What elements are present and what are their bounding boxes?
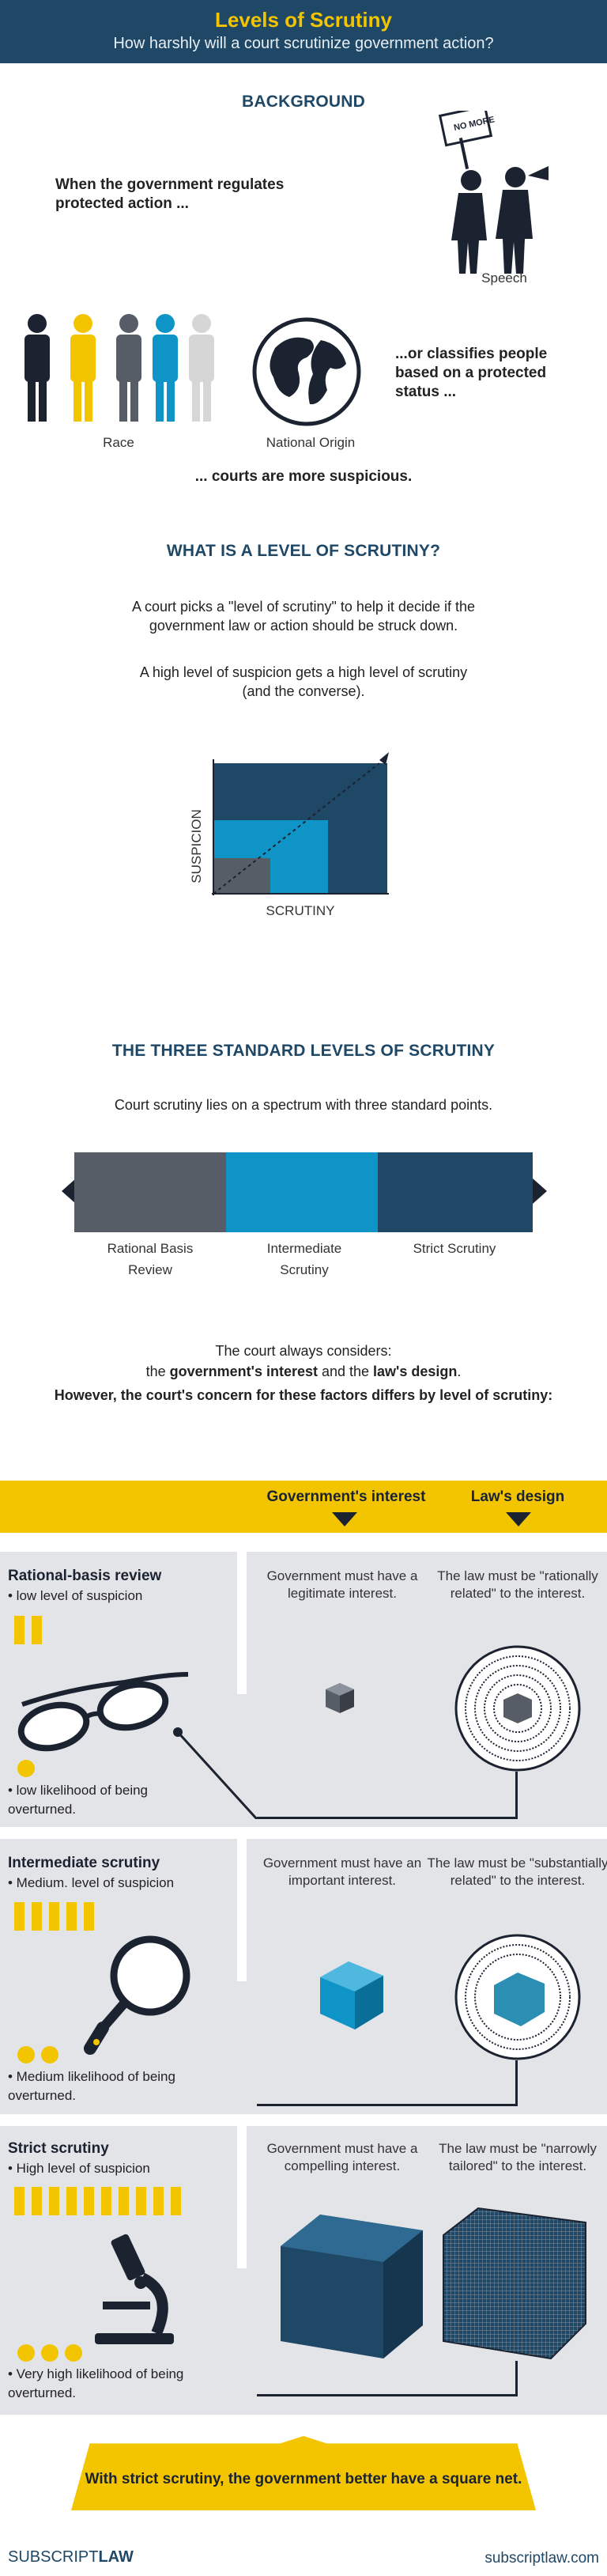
row-title: Intermediate scrutiny (8, 1855, 160, 1871)
interest-text: Government must have a compelling intere… (266, 2141, 418, 2173)
row-suspicion: • Medium. level of suspicion (8, 1875, 175, 1890)
background-heading: BACKGROUND (242, 93, 365, 111)
chevron-down-icon (332, 1512, 357, 1526)
label-race: Race (103, 435, 134, 450)
scrutiny-diagram: SUSPICION SCRUTINY (189, 752, 389, 918)
three-levels-heading: THE THREE STANDARD LEVELS OF SCRUTINY (111, 1042, 496, 1060)
axis-x-label: SCRUTINY (266, 903, 335, 918)
connector-line (173, 1727, 258, 1819)
round-net-icon (454, 1934, 581, 2060)
panel-divider (237, 1839, 247, 1981)
coin-icon (17, 2046, 35, 2063)
site-url-link[interactable]: subscriptlaw.com (484, 2550, 599, 2567)
spectrum-right-arrow-icon (533, 1178, 547, 1204)
connector-line (515, 2361, 518, 2396)
large-cube-icon (281, 2215, 423, 2358)
level-label-rational: Rational Basis Review (107, 1241, 194, 1277)
spectrum-intermediate (226, 1152, 378, 1232)
considers-line1: The court always considers: (215, 1343, 392, 1359)
medium-cube-icon (320, 1961, 383, 2029)
footer-banner-text: With strict scrutiny, the government bet… (85, 2471, 522, 2487)
brand-logo[interactable]: SUBSCRIPTLAW (8, 2548, 134, 2567)
column-design: Law's design (470, 1488, 565, 1505)
interest-text: Government must have a legitimate intere… (266, 1568, 418, 1601)
coin-icon (41, 2046, 58, 2063)
globe-icon (252, 317, 361, 426)
design-text: The law must be "narrowly tailored" to t… (439, 2141, 597, 2173)
row-likelihood: • Very high likelihood of being overturn… (8, 2366, 184, 2400)
classifies-text: ...or classifies people based on a prote… (395, 346, 548, 400)
what-is-para1: A court picks a "level of scrutiny" to h… (132, 599, 475, 634)
axis-y-label: SUSPICION (189, 809, 204, 883)
low-zone (213, 858, 270, 894)
column-interest: Government's interest (266, 1488, 426, 1505)
brand-logo-part: SUBSCRIPT (8, 2548, 99, 2566)
considers-line2: the government's interest and the law's … (145, 1364, 462, 1379)
header-banner: Levels of Scrutiny How harshly will a co… (0, 0, 607, 63)
chevron-down-icon (506, 1512, 531, 1526)
glasses-icon (17, 1672, 189, 1752)
regulates-text: When the government regulates protected … (55, 176, 285, 212)
speech-illustration: NO MORE (438, 111, 549, 274)
coin-icon (17, 2344, 35, 2362)
row-title: Rational-basis review (8, 1568, 162, 1584)
square-net-icon (443, 2207, 586, 2360)
three-levels-intro: Court scrutiny lies on a spectrum with t… (114, 1097, 493, 1113)
connector-line (257, 2394, 518, 2396)
small-cube-icon (326, 1683, 354, 1713)
level-label-intermediate: Intermediate Scrutiny (266, 1241, 342, 1277)
round-net-icon (454, 1645, 581, 1772)
connector-line (515, 1772, 518, 1819)
race-illustration (25, 314, 214, 422)
page-title: Levels of Scrutiny (215, 8, 392, 32)
connector-line (515, 2060, 518, 2106)
spectrum-left-arrow-icon (62, 1178, 76, 1204)
magnifying-glass-icon (84, 1935, 190, 2055)
panel-divider (237, 1552, 247, 1694)
design-text: The law must be "rationally related" to … (437, 1568, 598, 1601)
coin-icon (17, 1760, 35, 1777)
considers-line3: However, the court's concern for these f… (54, 1387, 553, 1403)
design-text: The law must be "substantially related" … (427, 1855, 607, 1888)
panel-divider (237, 2126, 247, 2268)
connector-line (257, 1817, 518, 1819)
label-national-origin: National Origin (266, 435, 356, 450)
what-is-para2: A high level of suspicion gets a high le… (139, 664, 468, 699)
protester-icon (438, 111, 549, 274)
level-label-strict: Strict Scrutiny (413, 1241, 496, 1256)
brand-logo-part: LAW (98, 2548, 134, 2566)
connector-line (257, 2104, 518, 2106)
label-speech: Speech (481, 270, 527, 286)
interest-text: Government must have an important intere… (262, 1855, 422, 1888)
spectrum-rational (74, 1152, 226, 1232)
row-suspicion: • low level of suspicion (8, 1588, 143, 1603)
footer-banner (71, 2436, 536, 2510)
coin-icon (41, 2344, 58, 2362)
people-icon (25, 314, 214, 422)
row-likelihood: • low likelihood of being overturned. (8, 1783, 149, 1817)
coin-icon (65, 2344, 82, 2362)
arrow-icon (379, 752, 389, 765)
row-suspicion: • High level of suspicion (8, 2161, 150, 2176)
microscope-icon (95, 2234, 174, 2344)
what-is-heading: WHAT IS A LEVEL OF SCRUTINY? (166, 542, 441, 560)
suspicious-text: ... courts are more suspicious. (194, 468, 413, 485)
row-title: Strict scrutiny (8, 2140, 109, 2157)
row-likelihood: • Medium likelihood of being overturned. (8, 2069, 175, 2103)
page-subtitle: How harshly will a court scrutinize gove… (113, 35, 494, 52)
spectrum-strict (378, 1152, 533, 1232)
